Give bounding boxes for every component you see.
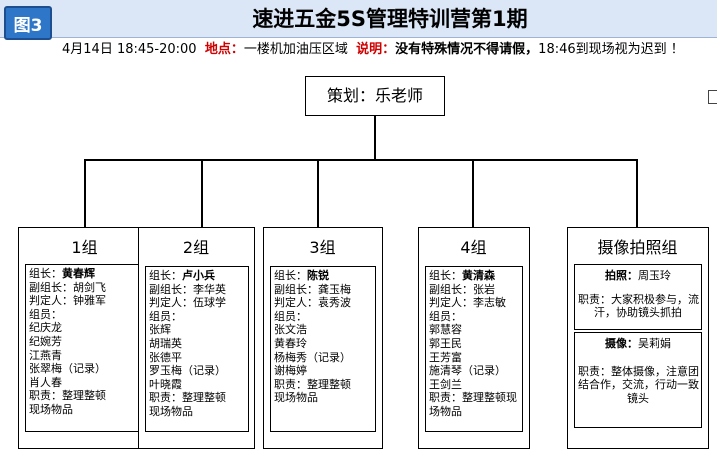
list-item: 判定人：李志敏 bbox=[429, 296, 506, 310]
list-item: 场物品 bbox=[429, 404, 462, 418]
list-item: 现场物品 bbox=[274, 391, 318, 405]
list-item: 张德平 bbox=[149, 350, 182, 364]
list-item: 叶晓霞 bbox=[149, 377, 182, 391]
list-item: 职责：大家积极参与，流 bbox=[578, 292, 699, 306]
list-item: 杨梅秀（记录） bbox=[274, 350, 351, 364]
list-item: 组员： bbox=[429, 309, 462, 323]
list-item: 职责：整体摄像，注意团 bbox=[578, 364, 699, 378]
group-4-members: 组长：黄清森 副组长：张岩 判定人：李志敏 组员： 郭慧容 郭王民 王芳富 施清… bbox=[425, 266, 523, 432]
list-item: 结合作，交流，行动一致 bbox=[578, 378, 699, 392]
planner-box: 策划：乐老师 bbox=[305, 76, 445, 116]
list-item: 镜头 bbox=[627, 391, 649, 405]
group-4-leader: 组长：黄清森 bbox=[429, 269, 495, 282]
list-item: 副组长：李华英 bbox=[149, 282, 226, 296]
list-item: 职责：整理整顿 bbox=[29, 389, 106, 403]
group-3-title: 3组 bbox=[309, 238, 336, 257]
list-item: 判定人：钟雅军 bbox=[29, 294, 106, 308]
list-item: 判定人：伍球学 bbox=[149, 296, 226, 310]
title-bar bbox=[0, 0, 717, 38]
list-item: 郭王民 bbox=[429, 336, 462, 350]
photo-subgroup: 拍照：周玉玲 职责：大家积极参与，流 汗，协助镜头抓拍 bbox=[574, 264, 702, 330]
note-label: 说明： bbox=[356, 42, 396, 57]
group-4-title: 4组 bbox=[460, 238, 487, 257]
list-item: 职责：整理整顿 bbox=[274, 377, 351, 391]
list-item: 纪婉芳 bbox=[29, 334, 62, 348]
note-bold: 没有特殊情况不得请假， bbox=[395, 42, 539, 57]
connector-group-4 bbox=[472, 159, 474, 227]
list-item: 副组长：胡剑飞 bbox=[29, 280, 106, 294]
list-item: 肖人春 bbox=[29, 375, 62, 389]
info-line: 4月14日 18:45-20:00 地点：一楼机加油压区域 说明：没有特殊情况不… bbox=[0, 39, 717, 61]
list-item: 施清琴（记录） bbox=[429, 364, 506, 378]
list-item: 现场物品 bbox=[29, 402, 73, 416]
list-item: 现场物品 bbox=[149, 404, 193, 418]
page-title: 速进五金5S管理特训营第1期 bbox=[252, 7, 528, 31]
group-3-leader: 组长：陈锐 bbox=[274, 269, 329, 282]
list-item: 谢梅婷 bbox=[274, 364, 307, 378]
list-item: 王剑兰 bbox=[429, 377, 462, 391]
list-item: 职责：整理整顿现 bbox=[429, 391, 517, 405]
connector-horizontal bbox=[84, 159, 637, 161]
list-item: 副组长：龚玉梅 bbox=[274, 282, 351, 296]
group-4-box: 4组 组长：黄清森 副组长：张岩 判定人：李志敏 组员： 郭慧容 郭王民 王芳富… bbox=[418, 227, 530, 449]
list-item: 纪庆龙 bbox=[29, 321, 62, 335]
list-item: 张翠梅（记录） bbox=[29, 362, 106, 376]
photo-group-title: 摄像拍照组 bbox=[597, 238, 678, 257]
list-item: 张文浩 bbox=[274, 323, 307, 337]
group-2-members: 组长：卢小兵 副组长：李华英 判定人：伍球学 组员： 张辉 胡瑞英 张德平 罗玉… bbox=[145, 266, 249, 432]
figure-badge: 图3 bbox=[4, 6, 52, 40]
list-item: 汗，协助镜头抓拍 bbox=[594, 306, 682, 320]
list-item: 王芳富 bbox=[429, 350, 462, 364]
sheet-edge-marker bbox=[708, 90, 717, 104]
group-1-members: 组长：黄春辉 副组长：胡剑飞 判定人：钟雅军 组员： 纪庆龙 纪婉芳 江燕青 张… bbox=[25, 264, 145, 432]
time-text: 4月14日 18:45-20:00 bbox=[62, 42, 197, 57]
connector-group-3 bbox=[317, 159, 319, 227]
video-subgroup: 摄像：吴莉娟 职责：整体摄像，注意团 结合作，交流，行动一致 镜头 bbox=[574, 332, 702, 428]
photo-group-box: 摄像拍照组 拍照：周玉玲 职责：大家积极参与，流 汗，协助镜头抓拍 摄像：吴莉娟… bbox=[567, 227, 709, 449]
location-value: 一楼机加油压区域 bbox=[243, 42, 348, 57]
list-item: 黄春玲 bbox=[274, 336, 307, 350]
list-item: 张辉 bbox=[149, 323, 171, 337]
note-rest: 18:46到现场视为迟到 ！ bbox=[538, 42, 684, 57]
photo-person: 拍照：周玉玲 bbox=[605, 269, 671, 282]
group-3-members: 组长：陈锐 副组长：龚玉梅 判定人：袁秀波 组员： 张文浩 黄春玲 杨梅秀（记录… bbox=[270, 266, 376, 432]
location-label: 地点： bbox=[204, 42, 244, 57]
connector-photo-group bbox=[636, 159, 638, 227]
group-3-box: 3组 组长：陈锐 副组长：龚玉梅 判定人：袁秀波 组员： 张文浩 黄春玲 杨梅秀… bbox=[263, 227, 383, 449]
connector-planner-down bbox=[374, 116, 376, 160]
list-item: 组员： bbox=[29, 307, 62, 321]
list-item: 职责：整理整顿 bbox=[149, 391, 226, 405]
group-2-title: 2组 bbox=[182, 238, 210, 257]
group-2-box: 2组 组长：卢小兵 副组长：李华英 判定人：伍球学 组员： 张辉 胡瑞英 张德平… bbox=[138, 227, 255, 449]
list-item: 副组长：张岩 bbox=[429, 282, 495, 296]
group-1-leader: 组长：黄春辉 bbox=[29, 267, 95, 280]
group-1-box: 1组 组长：黄春辉 副组长：胡剑飞 判定人：钟雅军 组员： 纪庆龙 纪婉芳 江燕… bbox=[18, 227, 152, 449]
group-2-leader: 组长：卢小兵 bbox=[149, 269, 215, 282]
connector-group-2 bbox=[201, 159, 203, 227]
group-1-title: 1组 bbox=[71, 238, 98, 257]
list-item: 组员： bbox=[274, 309, 307, 323]
video-person: 摄像：吴莉娟 bbox=[605, 337, 671, 350]
connector-group-1 bbox=[84, 159, 86, 227]
list-item: 胡瑞英 bbox=[149, 336, 182, 350]
list-item: 郭慧容 bbox=[429, 323, 462, 337]
list-item: 判定人：袁秀波 bbox=[274, 296, 351, 310]
list-item: 罗玉梅（记录） bbox=[149, 364, 226, 378]
list-item: 组员： bbox=[149, 309, 182, 323]
list-item: 江燕青 bbox=[29, 348, 62, 362]
